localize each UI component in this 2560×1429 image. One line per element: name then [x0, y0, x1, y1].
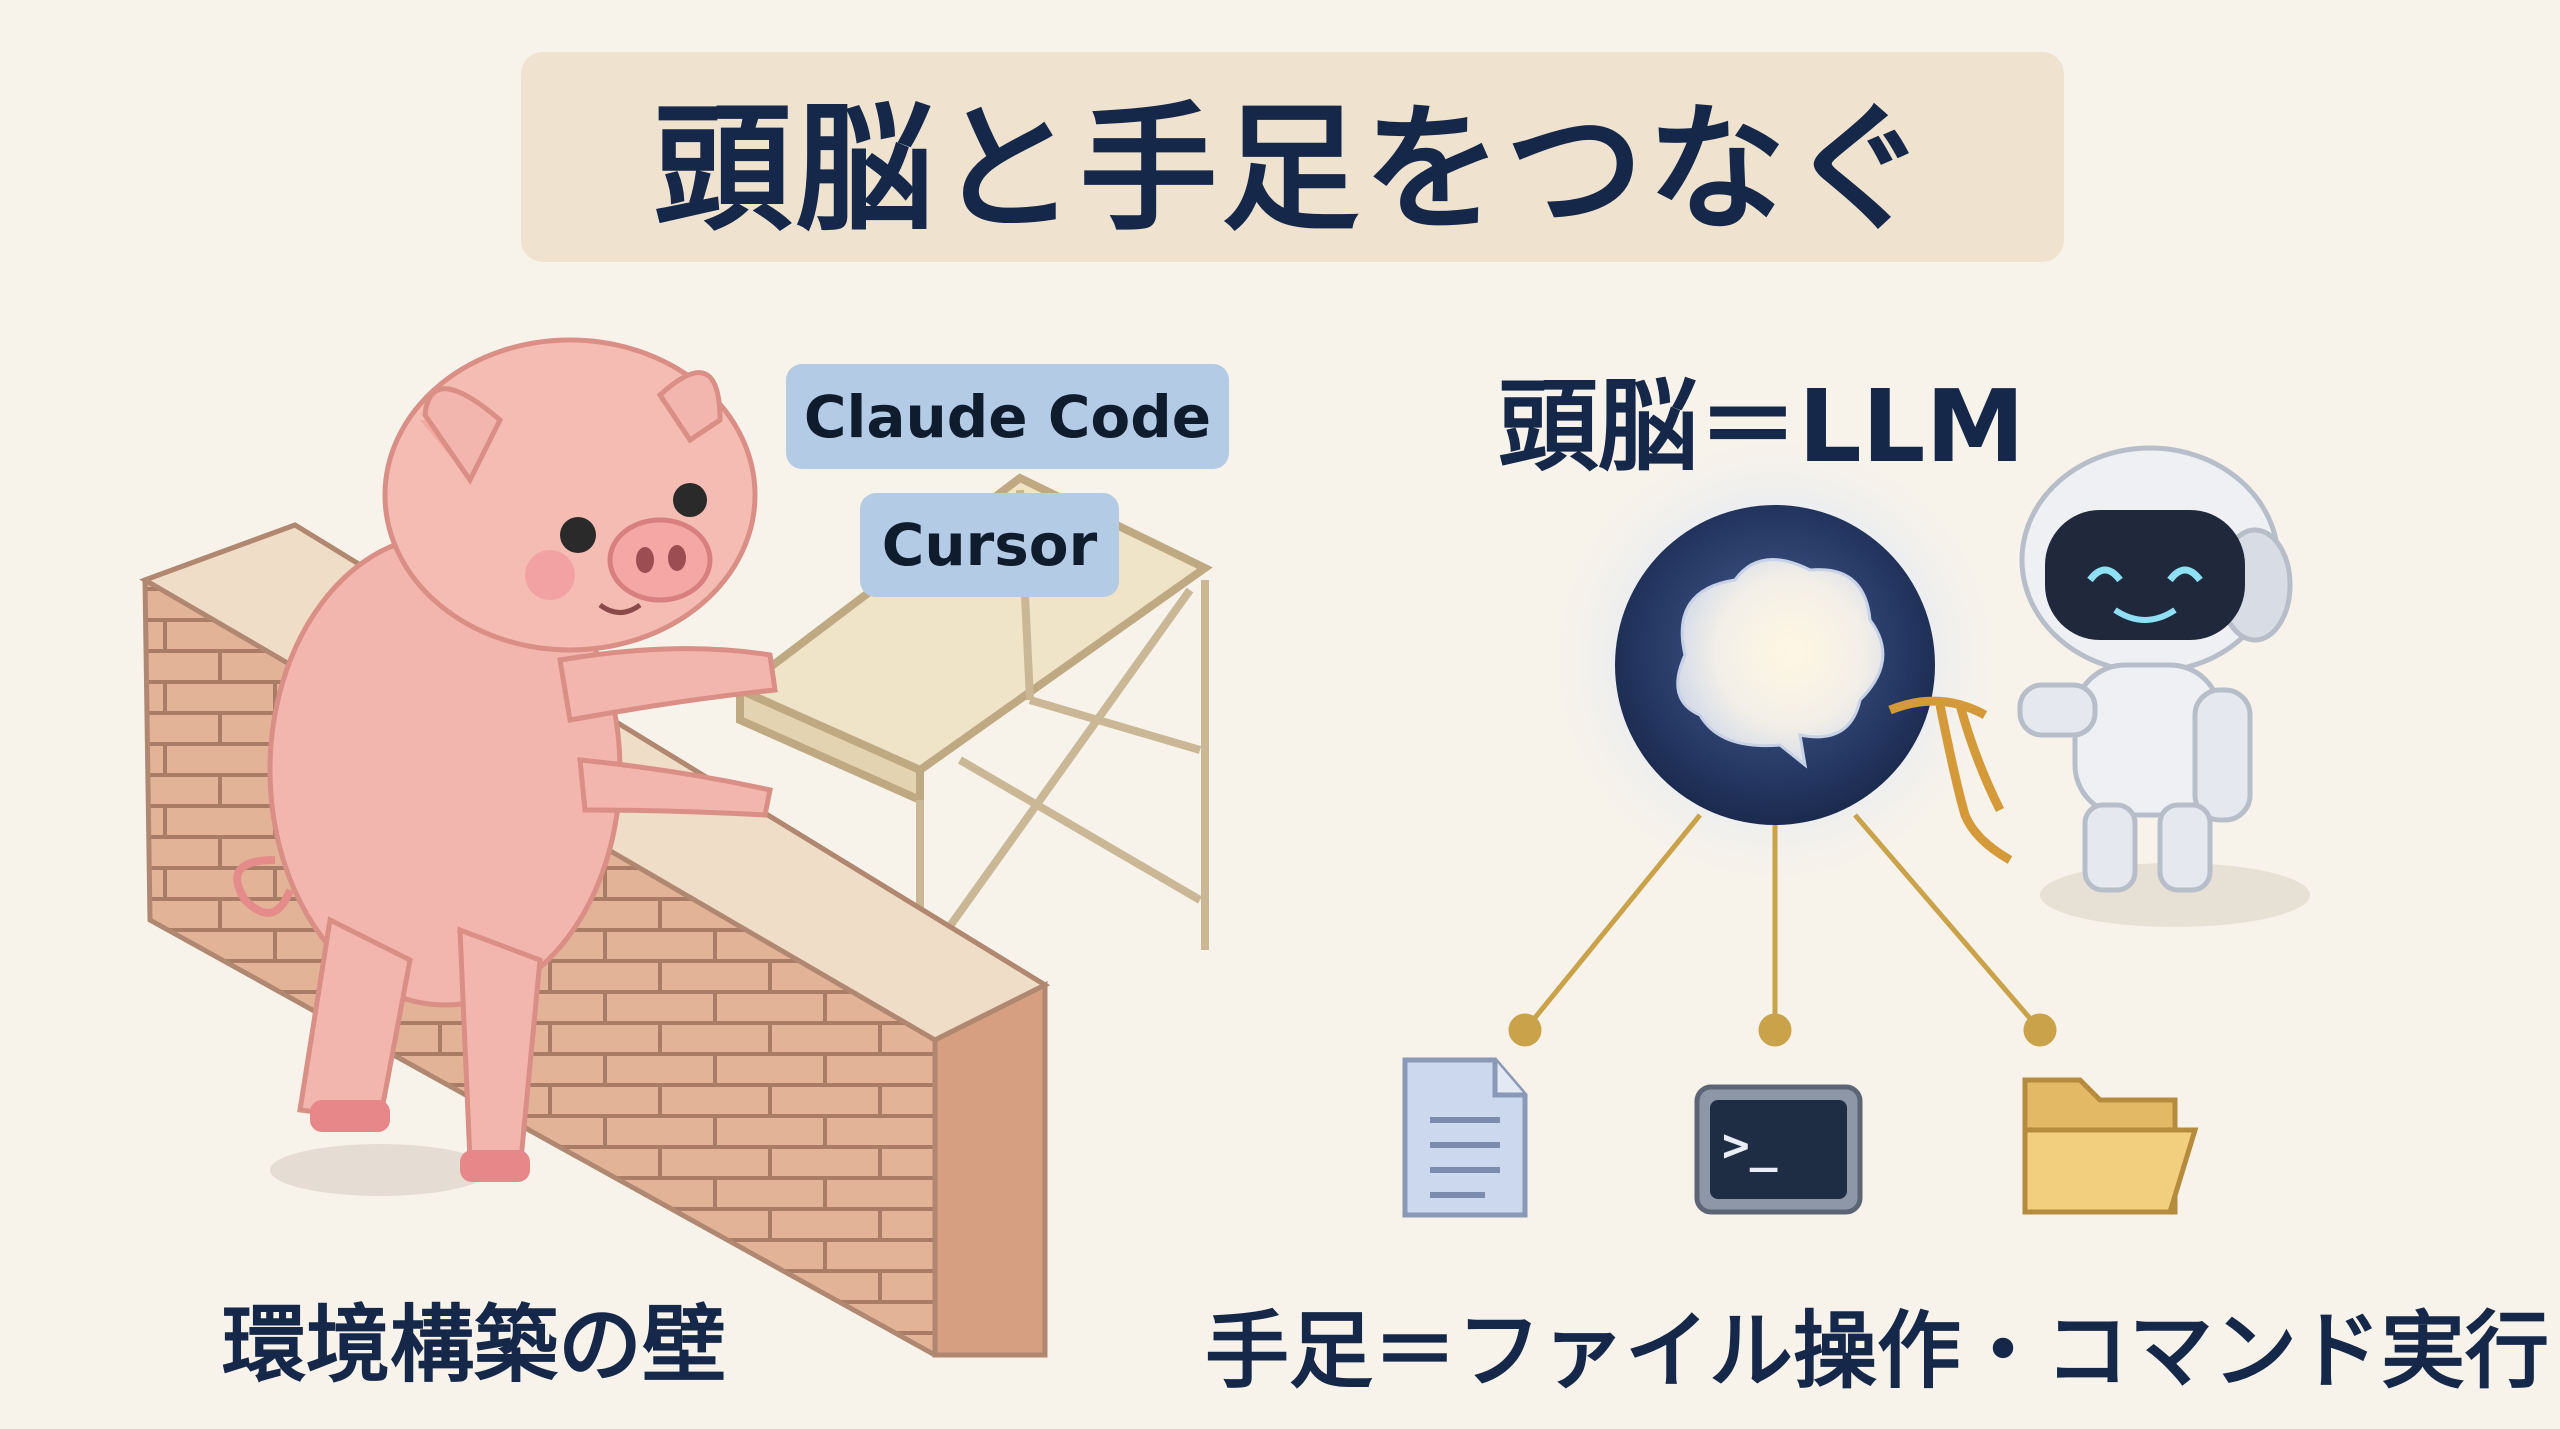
terminal-icon	[1694, 1084, 1863, 1215]
tag-claude-code: Claude Code	[786, 364, 1229, 469]
rope-icon	[1888, 696, 2013, 864]
pig-icon	[233, 337, 778, 1196]
connector-lines	[1508, 813, 2057, 1047]
robot-icon	[2017, 445, 2310, 927]
title-banner: 頭脳と手足をつなぐ	[521, 52, 2064, 262]
tag-cursor: Cursor	[860, 493, 1119, 597]
brain-orb-icon	[1530, 415, 2020, 905]
label-hands: 手足＝ファイル操作・コマンド実行	[1205, 1302, 2550, 1400]
terminal-prompt: >_	[1722, 1118, 1778, 1172]
label-wall: 環境構築の壁	[222, 1296, 727, 1394]
document-icon	[1402, 1057, 1528, 1218]
label-brain: 頭脳＝LLM	[1498, 368, 2025, 485]
folder-icon	[2022, 1077, 2199, 1215]
page-title: 頭脳と手足をつなぐ	[653, 89, 1932, 250]
